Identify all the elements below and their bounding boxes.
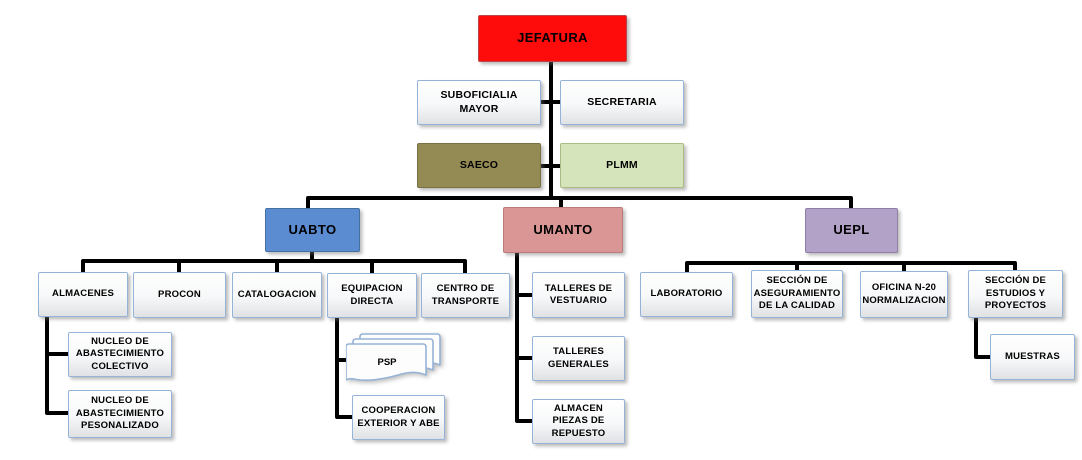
- node-talleres-de-vestuario: TALLERES DE VESTUARIO: [532, 272, 625, 318]
- node-oficina-n20-normalizacion: OFICINA N-20 NORMALIZACION: [860, 271, 948, 318]
- node-plmm: PLMM: [560, 143, 684, 188]
- node-nucleo-abastecimiento-colectivo: NUCLEO DE ABASTECIMIENTO COLECTIVO: [68, 332, 172, 377]
- connector-main-branch: [306, 196, 853, 209]
- node-almacenes: ALMACENES: [38, 272, 128, 317]
- node-centro-de-transporte: CENTRO DE TRANSPORTE: [421, 273, 510, 318]
- multidocument-icon: [345, 333, 441, 382]
- connector-umanto-sub: [515, 252, 533, 423]
- node-umanto: UMANTO: [503, 207, 623, 253]
- connector-muestras-sub: [974, 317, 991, 359]
- node-seccion-aseguramiento-calidad: SECCIÓN DE ASEGURAMIENTO DE LA CALIDAD: [751, 270, 843, 318]
- node-psp-multidocument: PSP: [345, 332, 442, 388]
- node-nucleo-abastecimiento-pesonalizado: NUCLEO DE ABASTECIMIENTO PESONALIZADO: [68, 390, 172, 438]
- node-uabto: UABTO: [265, 208, 360, 252]
- node-secretaria: SECRETARIA: [560, 80, 684, 125]
- node-procon: PROCON: [133, 272, 226, 318]
- node-psp-label: PSP: [377, 356, 397, 368]
- node-laboratorio: LABORATORIO: [640, 272, 733, 317]
- node-talleres-generales: TALLERES GENERALES: [532, 336, 625, 381]
- node-equipacion-directa: EQUIPACION DIRECTA: [327, 273, 417, 318]
- node-uepl: UEPL: [805, 208, 898, 253]
- connector-almacenes-sub: [45, 316, 69, 415]
- node-seccion-estudios-proyectos: SECCIÓN DE ESTUDIOS Y PROYECTOS: [968, 270, 1063, 318]
- connector-uepl-row: [685, 261, 1017, 273]
- node-catalogacion: CATALOGACION: [232, 272, 322, 318]
- node-saeco: SAECO: [417, 143, 541, 188]
- node-muestras: MUESTRAS: [990, 334, 1075, 380]
- node-jefatura: JEFATURA: [478, 15, 627, 62]
- connector-equipacion-sub: [335, 316, 353, 419]
- node-almacen-piezas-de-repuesto: ALMACEN PIEZAS DE REPUESTO: [532, 399, 625, 444]
- node-suboficialia-mayor: SUBOFICIALIA MAYOR: [417, 80, 541, 125]
- connector-uabto-row: [81, 259, 467, 273]
- node-cooperacion-exterior-y-abe: COOPERACION EXTERIOR Y ABE: [352, 395, 445, 440]
